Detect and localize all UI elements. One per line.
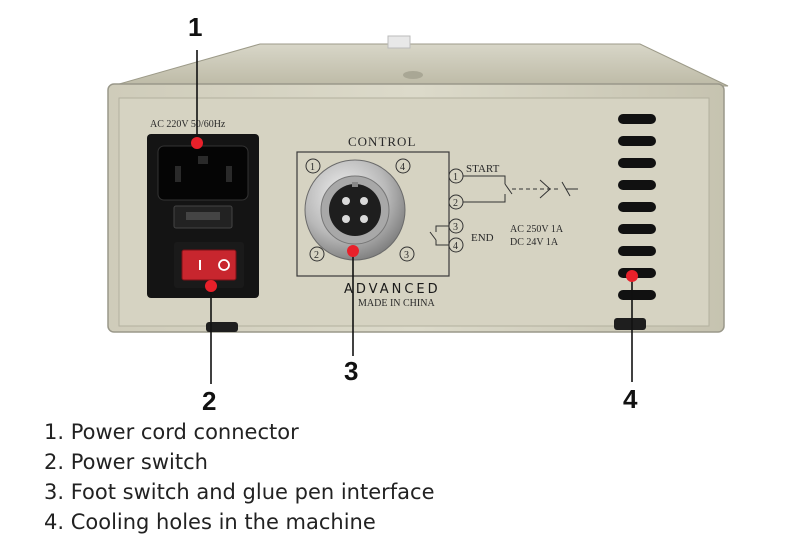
rating-dc-label: DC 24V 1A — [510, 237, 559, 248]
callout-marker-2 — [205, 280, 217, 292]
pin-label: 4 — [400, 162, 405, 173]
start-switch-schematic: 1 2 START — [448, 163, 578, 210]
callout-marker-1 — [191, 137, 203, 149]
control-title: CONTROL — [348, 134, 416, 149]
legend-item-3: 3. Foot switch and glue pen interface — [44, 480, 435, 504]
cooling-holes — [618, 114, 656, 300]
callout-marker-4 — [626, 270, 638, 282]
switch-pin-label: 3 — [453, 222, 458, 233]
callout-markers — [191, 137, 638, 292]
legend-item-1: 1. Power cord connector — [44, 420, 299, 444]
pin-label: 2 — [314, 250, 319, 261]
switch-pin-label: 2 — [453, 198, 458, 209]
aviation-connector[interactable] — [304, 159, 406, 261]
start-label: START — [466, 163, 500, 175]
callout-number-3: 3 — [344, 356, 359, 386]
callout-number-2: 2 — [202, 386, 217, 416]
control-interface: CONTROL 1 4 2 3 1 — [296, 134, 578, 309]
case-top — [111, 35, 729, 87]
case-feet — [206, 318, 646, 332]
callout-number-4: 4 — [623, 384, 638, 414]
rating-ac-label: AC 250V 1A — [510, 224, 564, 235]
callout-marker-3 — [347, 245, 359, 257]
switch-pin-label: 4 — [453, 241, 458, 252]
brand-logo: ADVANCED — [344, 282, 441, 297]
legend-item-4: 4. Cooling holes in the machine — [44, 510, 376, 534]
end-label: END — [471, 232, 494, 244]
legend-item-2: 2. Power switch — [44, 450, 208, 474]
power-switch[interactable] — [174, 242, 244, 288]
pin-label: 3 — [404, 250, 409, 261]
made-in-label: MADE IN CHINA — [358, 298, 435, 309]
pin-markers: 1 4 2 3 — [305, 158, 415, 262]
callout-leaders — [196, 50, 633, 384]
pin-label: 1 — [310, 162, 315, 173]
callout-number-1: 1 — [188, 12, 203, 42]
end-switch-schematic: 3 4 END — [429, 218, 494, 253]
power-rating-label: AC 220V 50/60Hz — [150, 119, 226, 130]
switch-pin-label: 1 — [453, 172, 458, 183]
